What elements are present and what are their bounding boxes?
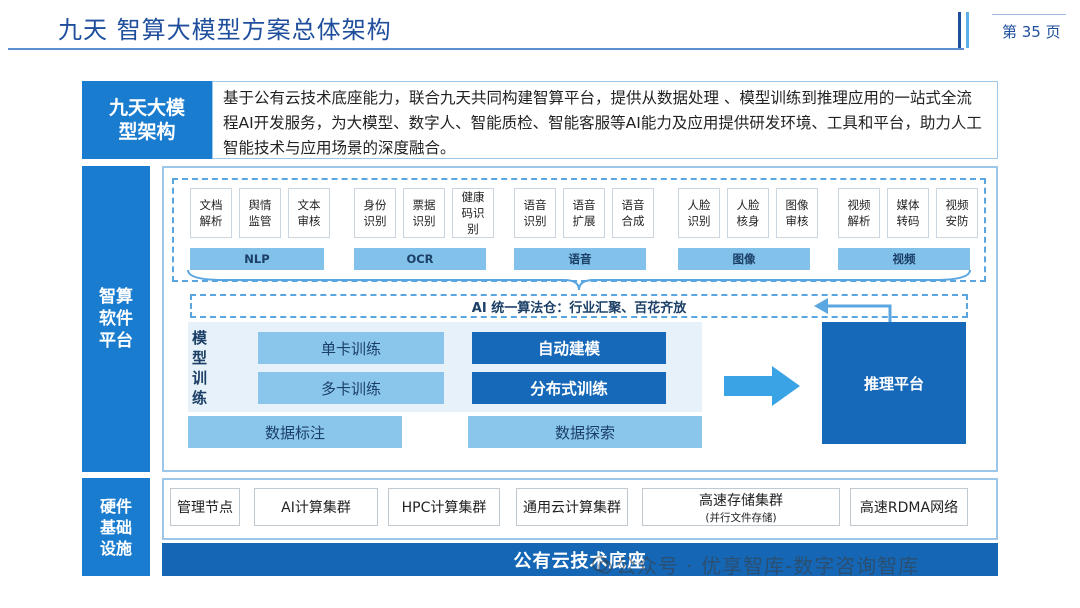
hardware-item: 通用云计算集群 [516, 488, 628, 526]
hardware-item-sub: (并行文件存储) [705, 511, 777, 524]
hardware-item: 高速RDMA网络 [850, 488, 968, 526]
hardware-item: 高速存储集群 (并行文件存储) [642, 488, 840, 526]
capability-item: 图像审核 [776, 188, 818, 238]
hardware-item: AI计算集群 [254, 488, 378, 526]
capability-item: 语音合成 [612, 188, 654, 238]
inference-platform: 推理平台 [822, 322, 966, 444]
capability-dashed-area [172, 178, 986, 282]
capability-item: 票据识别 [403, 188, 445, 238]
hardware-item: 管理节点 [170, 488, 240, 526]
capability-item: 人脸识别 [678, 188, 720, 238]
capability-item: 舆情监管 [239, 188, 281, 238]
distributed-training: 分布式训练 [472, 372, 666, 404]
title-accent-bar-light [966, 12, 969, 48]
page-title: 九天 智算大模型方案总体架构 [58, 16, 392, 44]
auto-modeling: 自动建模 [472, 332, 666, 364]
public-cloud-base: 公有云技术底座 [162, 543, 998, 576]
hardware-item: HPC计算集群 [388, 488, 500, 526]
page-number: 第 35 页 [1002, 23, 1061, 41]
multi-card-training: 多卡训练 [258, 372, 444, 404]
wechat-icon [592, 555, 612, 574]
intro-text: 基于公有云技术底座能力，联合九天共同构建智算平台，提供从数据处理 、模型训练到推… [223, 89, 982, 157]
capability-item: 文档解析 [190, 188, 232, 238]
capability-item: 视频安防 [936, 188, 978, 238]
title-accent-bar [958, 12, 961, 48]
intro-panel: 基于公有云技术底座能力，联合九天共同构建智算平台，提供从数据处理 、模型训练到推… [212, 81, 998, 159]
hardware-item-name: 管理节点 [177, 500, 233, 516]
architecture-label: 九天大模型架构 [82, 81, 212, 159]
capability-category-bar: 语音 [514, 248, 646, 270]
capability-category-bar: OCR [354, 248, 486, 270]
hardware-item-name: 高速存储集群 [699, 492, 783, 509]
capability-category-bar: 视频 [838, 248, 970, 270]
flow-arrow-icon [724, 366, 800, 406]
hardware-item-name: 通用云计算集群 [523, 500, 621, 516]
capability-item: 健康码识别 [452, 188, 494, 238]
data-labeling: 数据标注 [188, 416, 402, 448]
capability-item: 语音识别 [514, 188, 556, 238]
category-bracket [187, 269, 971, 291]
capability-category-bar: NLP [190, 248, 324, 270]
capability-item: 媒体转码 [887, 188, 929, 238]
watermark-text: 公众号 · 优享智库-数字咨询智库 [616, 554, 920, 578]
software-platform-label: 智算软件平台 [82, 166, 150, 472]
single-card-training: 单卡训练 [258, 332, 444, 364]
title-divider [8, 48, 964, 50]
capability-item: 视频解析 [838, 188, 880, 238]
hardware-item-name: AI计算集群 [281, 500, 351, 516]
feedback-arrow-icon [814, 298, 892, 322]
unified-algorithm-repository: AI 统一算法仓：行业汇聚、百花齐放 [190, 294, 968, 318]
data-exploration: 数据探索 [468, 416, 702, 448]
model-training-label: 模型训练 [192, 329, 208, 407]
hardware-label: 硬件基础设施 [82, 478, 150, 576]
hardware-item-name: 高速RDMA网络 [859, 500, 959, 516]
hardware-item-name: HPC计算集群 [401, 500, 487, 516]
capability-item: 语音扩展 [563, 188, 605, 238]
watermark: 公众号 · 优享智库-数字咨询智库 [592, 550, 919, 579]
page-number-rule [992, 14, 1066, 15]
capability-item: 人脸核身 [727, 188, 769, 238]
capability-category-bar: 图像 [678, 248, 810, 270]
capability-item: 身份识别 [354, 188, 396, 238]
capability-item: 文本审核 [288, 188, 330, 238]
